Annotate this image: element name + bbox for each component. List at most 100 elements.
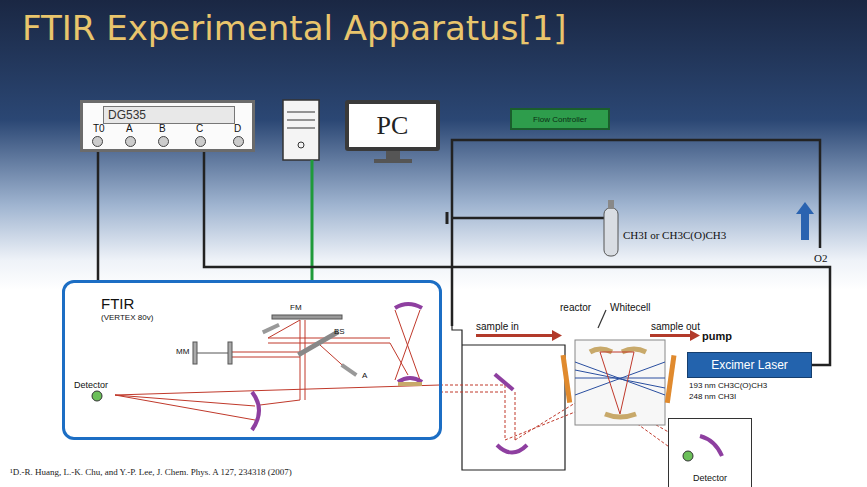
drawing-stroke: [283, 100, 319, 160]
drawing-stroke: [505, 410, 580, 440]
excimer-laser: Excimer Laser: [687, 352, 812, 378]
drawing-stroke: [608, 200, 614, 209]
detector-box: Detector: [668, 418, 752, 487]
drawing-stroke: [390, 343, 408, 375]
output-label: D: [234, 123, 241, 134]
chemical-label: O2: [814, 252, 827, 264]
drawing-stroke: [620, 352, 634, 414]
drawing-stroke: [398, 382, 422, 386]
drawing-stroke: [440, 385, 505, 386]
drawing-stroke: [476, 334, 552, 337]
drawing-stroke: [228, 342, 232, 364]
drawing-stroke: [575, 340, 665, 425]
detector-label: Detector: [693, 473, 727, 483]
drawing-stroke: [298, 142, 304, 148]
instrument-name: FTIR: [101, 295, 134, 312]
drawing-stroke: [452, 217, 606, 220]
drawing-stroke: [300, 320, 301, 400]
drawing-stroke: [801, 212, 809, 240]
drawing-stroke: [452, 326, 565, 470]
laser-label: Excimer Laser: [711, 358, 788, 372]
drawing-stroke: [272, 315, 342, 319]
drawing-stroke: [287, 112, 315, 113]
gas-cylinder: [604, 200, 618, 256]
drawing-stroke: [605, 414, 636, 417]
drawing-stroke: [515, 392, 516, 440]
drawing-stroke: [115, 385, 440, 395]
drawing-stroke: [115, 395, 255, 406]
monitor-stand: [374, 151, 412, 163]
pc-tower: [283, 100, 319, 160]
drawing-stroke: [197, 353, 228, 354]
output-connector: [125, 136, 136, 147]
drawing-stroke: [252, 392, 259, 430]
drawing-stroke: [552, 330, 562, 341]
drawing-stroke: [287, 128, 315, 129]
white-cell: [561, 340, 677, 425]
part-label: Detector: [74, 381, 108, 391]
ftir-optics: [92, 304, 440, 430]
flow-label: pump: [702, 330, 732, 342]
output-label: T0: [93, 123, 105, 134]
flow-arrows: [476, 310, 700, 341]
drawing-stroke: [340, 363, 357, 377]
drawing-stroke: [575, 362, 665, 395]
drawing-stroke: [505, 385, 506, 440]
drawing-stroke: [796, 202, 814, 214]
drawing-stroke: [297, 330, 339, 357]
part-label: reactor: [560, 302, 591, 313]
delay-generator: DG535T0ABCD: [80, 100, 255, 152]
reference-caption: ¹D.-R. Huang, L.-K. Chu, and Y.-P. Lee, …: [10, 468, 292, 478]
part-label: MM: [176, 348, 189, 357]
drawing-stroke: [305, 320, 306, 400]
drawing-stroke: [600, 352, 634, 414]
gas-lines: [447, 140, 820, 470]
drawing-stroke: [260, 400, 300, 405]
pc-monitor: PC: [345, 100, 440, 151]
drawing-stroke: [598, 310, 606, 328]
flow-label: sample out: [651, 321, 700, 332]
ftir-spectrometer: FTIR(VERTEX 80v): [62, 280, 442, 440]
controller-label: Flow Controller: [533, 115, 587, 124]
trigger-cable: [97, 152, 100, 280]
wavelength-label: 193 nm CH3C(O)CH3: [689, 382, 767, 391]
drawing-stroke: [398, 378, 422, 382]
device-name: DG535: [103, 106, 235, 124]
output-label: C: [196, 123, 203, 134]
output-label: B: [159, 123, 166, 134]
drawing-stroke: [115, 395, 255, 420]
drawing-stroke: [395, 310, 420, 380]
drawing-stroke: [497, 445, 527, 453]
output-connector: [158, 136, 169, 147]
drawing-stroke: [604, 208, 618, 256]
drawing-stroke: [665, 355, 677, 403]
drawing-stroke: [600, 352, 620, 414]
drawing-stroke: [395, 310, 420, 380]
drawing-stroke: [446, 212, 449, 224]
drawing-stroke: [115, 310, 440, 420]
part-label: FM: [290, 304, 302, 313]
drawing-stroke: [395, 304, 422, 308]
flow-label: sample in: [476, 321, 519, 332]
o2-arrow: [796, 202, 814, 240]
output-connector: [92, 136, 103, 147]
drawing-stroke: [575, 378, 665, 379]
detector-panel: [668, 418, 752, 487]
drawing-stroke: [650, 334, 690, 337]
drawing-stroke: [386, 151, 400, 159]
drawing-stroke: [232, 352, 300, 353]
flow-controller: Flow Controller: [510, 108, 610, 130]
part-label: Whitecell: [610, 302, 651, 313]
drawing-stroke: [287, 120, 315, 121]
drawing-stroke: [494, 373, 515, 391]
detector-mirror: [700, 436, 722, 456]
chemical-label: CH3I or CH3C(O)CH3: [623, 229, 726, 241]
drawing-stroke: [232, 357, 300, 358]
drawing-stroke: [268, 343, 390, 344]
drawing-stroke: [575, 362, 665, 395]
drawing-stroke: [374, 159, 412, 163]
wavelength-label: 248 nm CH3I: [689, 393, 736, 402]
trigger-cable: [204, 152, 830, 365]
detector-element: [683, 451, 693, 461]
